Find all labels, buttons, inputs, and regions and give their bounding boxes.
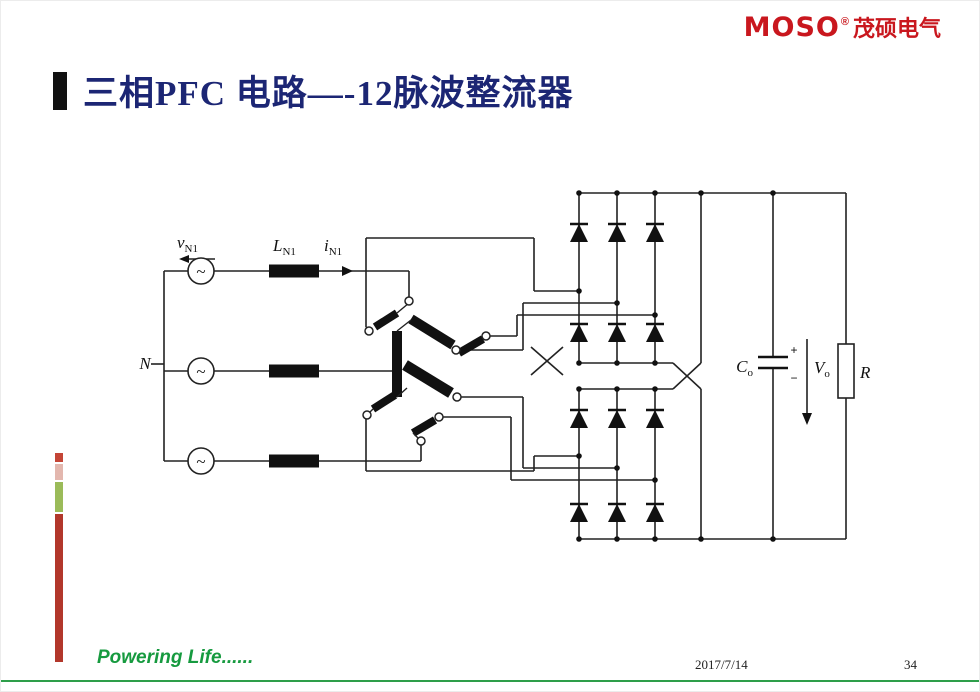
capacitor-minus-sign: − <box>790 371 797 385</box>
title-accent-bar <box>53 71 67 110</box>
diode-icon <box>644 502 666 524</box>
sidebar-mark-red-small <box>55 453 63 462</box>
neutral-label: N <box>138 354 152 373</box>
output-voltage-base: V <box>814 358 827 377</box>
diode-icon <box>644 322 666 344</box>
diode-icon <box>644 408 666 430</box>
ac-source-icon <box>187 447 215 475</box>
page-number: 34 <box>904 657 917 672</box>
transformer-windings <box>370 309 486 437</box>
input-inductors <box>269 264 319 468</box>
sidebar-mark-green <box>55 482 63 512</box>
output-capacitor <box>758 355 788 370</box>
logo-brand: MOSO <box>743 12 840 43</box>
logo-registered-icon: ® <box>840 16 849 28</box>
inductor-sub: N1 <box>282 246 295 258</box>
load-resistor <box>837 343 855 399</box>
source-voltage-sub: N1 <box>185 243 198 255</box>
capacitor-plus-sign: + <box>790 343 797 357</box>
date-label: 2017/7/14 <box>695 657 748 672</box>
diode-icon <box>644 222 666 244</box>
capacitor-base: C <box>736 357 748 376</box>
transformer-terminals <box>362 296 491 446</box>
ac-source-icon <box>187 257 215 285</box>
diode-icon <box>568 408 590 430</box>
source-voltage-label: vN1 <box>177 233 198 255</box>
logo-company-name: 茂硕电气 <box>852 16 941 41</box>
sidebar-mark-red-large <box>55 514 63 662</box>
tagline: Powering Life...... <box>97 647 254 668</box>
diode-icon <box>606 408 628 430</box>
sidebar-mark-pale <box>55 464 63 480</box>
inductor-base: L <box>272 236 282 255</box>
bottom-rule <box>1 680 979 682</box>
output-voltage-sub: o <box>824 368 830 380</box>
inductor-label: LN1 <box>272 236 296 258</box>
load-label: R <box>859 363 871 382</box>
current-base: i <box>324 236 329 255</box>
page-title: 三相PFC 电路—-12脉波整流器 <box>83 74 574 113</box>
source-voltage-base: v <box>177 233 185 252</box>
diode-icon <box>568 502 590 524</box>
diode-icon <box>606 502 628 524</box>
current-arrow <box>342 266 353 276</box>
capacitor-label: Co <box>736 357 753 379</box>
capacitor-sub: o <box>748 367 754 379</box>
current-label: iN1 <box>324 236 342 258</box>
diode-icon <box>568 322 590 344</box>
diode-icon <box>568 222 590 244</box>
diode-icon <box>606 322 628 344</box>
slide-title-row: 三相PFC 电路—-12脉波整流器 <box>53 65 573 116</box>
logo: MOSO ® 茂硕电气 <box>744 11 941 43</box>
diode-icon <box>606 222 628 244</box>
output-voltage-label: Vo <box>814 358 830 380</box>
junction-dots <box>576 190 776 542</box>
ac-sources <box>187 257 215 475</box>
current-sub: N1 <box>329 246 342 258</box>
output-voltage-arrow <box>802 339 812 425</box>
ac-source-icon <box>187 357 215 385</box>
